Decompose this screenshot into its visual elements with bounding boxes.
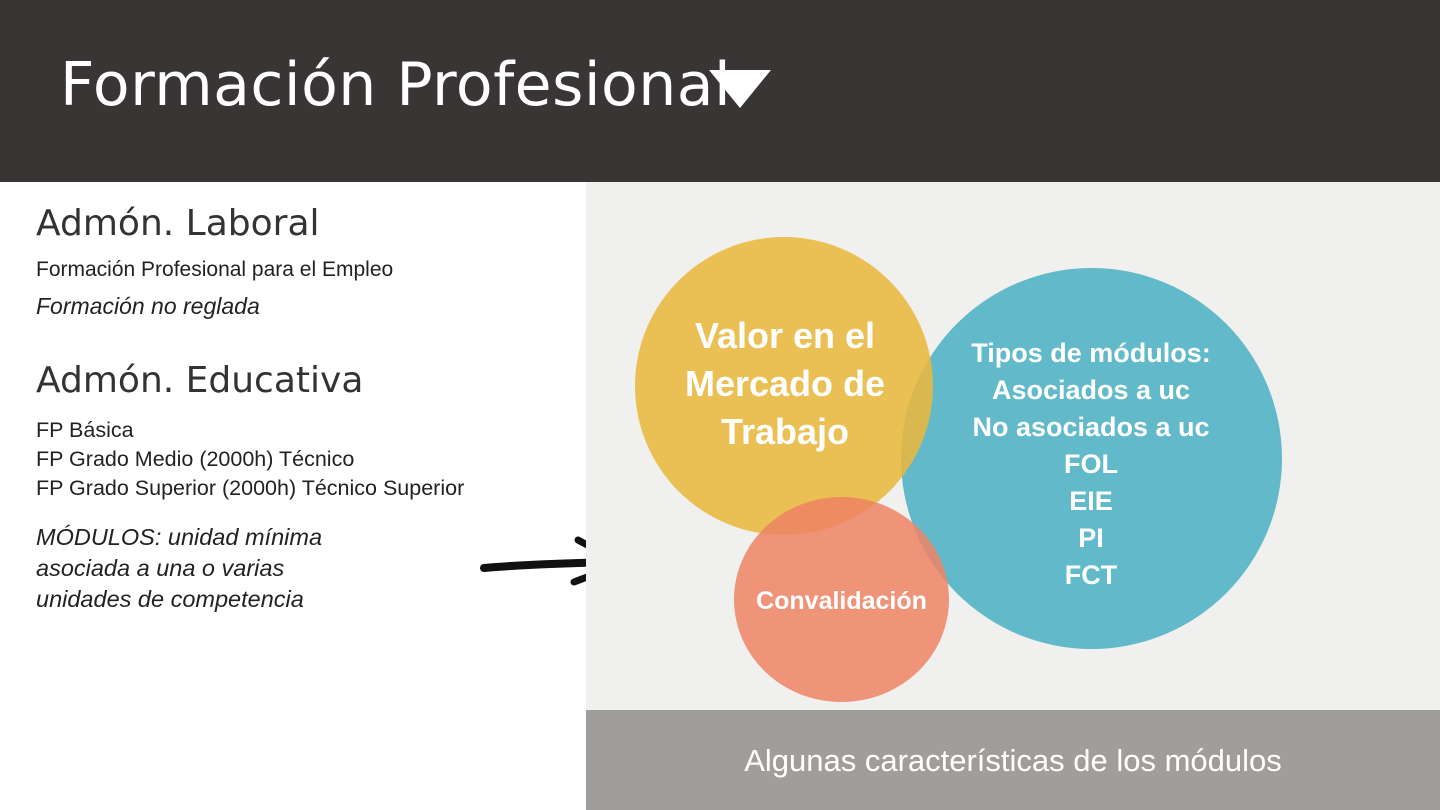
tipos-modulos-text: Tipos de módulos: Asociados a uc No asoc… [931, 335, 1251, 594]
laboral-line-1: Formación Profesional para el Empleo [36, 258, 394, 281]
circle-label-line: No asociados a uc [972, 412, 1210, 442]
footer-caption: Algunas características de los módulos [744, 743, 1282, 778]
page-title: Formación Profesional [60, 50, 732, 120]
laboral-line-2: Formación no reglada [36, 293, 260, 319]
circle-tipos-modulos [901, 268, 1282, 649]
heading-educativa: Admón. Educativa [36, 360, 364, 401]
modulos-line: MÓDULOS: unidad mínima [36, 524, 323, 550]
modulos-note: MÓDULOS: unidad mínima asociada a una o … [36, 522, 322, 615]
circle-label-line: Asociados a uc [991, 375, 1191, 405]
circle-label-line: Mercado de [684, 363, 886, 404]
convalidacion-text: Convalidación [734, 585, 949, 617]
educativa-item: FP Básica [36, 418, 134, 442]
circle-label-line: Tipos de módulos: [971, 338, 1211, 368]
circle-label-line: Trabajo [720, 411, 850, 452]
circle-label-line: Convalidación [756, 587, 927, 615]
circle-valor-mercado [635, 237, 933, 535]
circle-label-line: EIE [1069, 486, 1113, 516]
footer-bar: Algunas características de los módulos [586, 710, 1440, 810]
header-bar: Formación Profesional [0, 0, 1440, 182]
valor-mercado-text: Valor en el Mercado de Trabajo [645, 312, 925, 456]
circle-label-line: Valor en el [694, 315, 876, 356]
modulos-line: asociada a una o varias [36, 555, 285, 581]
educativa-list: FP Básica FP Grado Medio (2000h) Técnico… [36, 416, 464, 503]
left-panel [0, 182, 586, 810]
circle-label-line: FOL [1064, 449, 1118, 479]
triangle-down-icon [709, 70, 771, 108]
educativa-item: FP Grado Medio (2000h) Técnico [36, 447, 355, 471]
circle-convalidacion [734, 497, 949, 702]
circle-label-line: FCT [1064, 560, 1118, 590]
heading-laboral: Admón. Laboral [36, 203, 320, 244]
educativa-item: FP Grado Superior (2000h) Técnico Superi… [36, 476, 465, 500]
modulos-line: unidades de competencia [36, 586, 304, 612]
circle-label-line: PI [1078, 523, 1104, 553]
